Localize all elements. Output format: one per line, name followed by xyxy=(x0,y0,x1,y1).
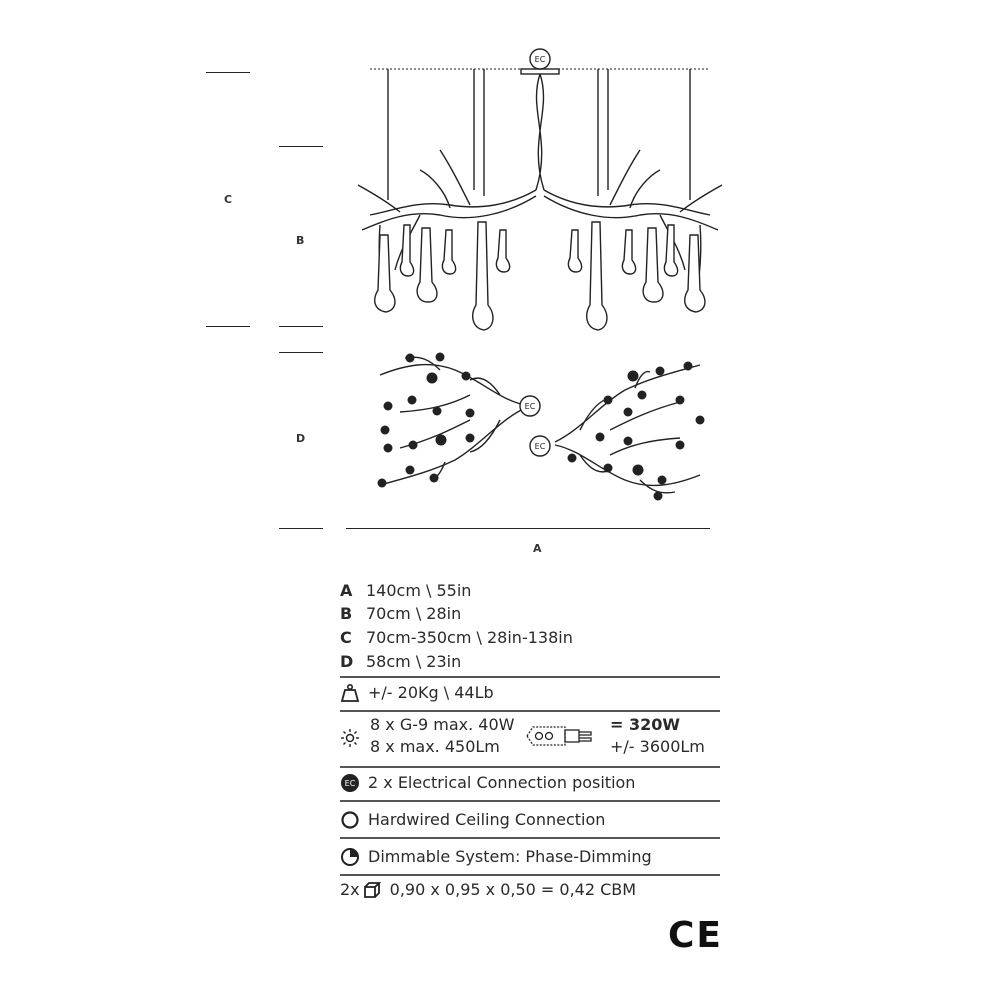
ce-mark: CE xyxy=(668,915,724,956)
ring-icon xyxy=(341,811,359,829)
dimension-value: 70cm \ 28in xyxy=(366,604,462,623)
dimension-label-d: D xyxy=(296,432,306,445)
dimension-key: A xyxy=(340,581,353,600)
right-branches xyxy=(543,149,723,299)
d-bottom-tick xyxy=(279,528,323,529)
ec-label-plan-left: EC xyxy=(525,402,536,411)
separator xyxy=(340,766,720,768)
separator xyxy=(340,837,720,839)
d-top-tick xyxy=(279,352,323,353)
weight-row: +/- 20Kg \ 44Lb xyxy=(340,680,494,706)
dimension-row-d: D 58cm \ 23in xyxy=(340,651,461,673)
dimmable-text: Dimmable System: Phase-Dimming xyxy=(368,847,652,866)
hardwired-row: Hardwired Ceiling Connection xyxy=(340,807,605,833)
dimension-key: D xyxy=(340,652,354,671)
dimension-label-c: C xyxy=(224,193,233,206)
lighting-block: 8 x G-9 max. 40W 8 x max. 450Lm = 320W +… xyxy=(340,714,720,762)
g9-bulb-icon xyxy=(526,726,592,746)
sun-icon xyxy=(341,729,359,747)
bulb-spec: 8 x G-9 max. 40W xyxy=(370,715,515,734)
dimension-label-b: B xyxy=(296,234,305,247)
ec-label-top: EC xyxy=(535,55,546,64)
dimension-key: B xyxy=(340,604,353,623)
dimension-value: 140cm \ 55in xyxy=(366,581,472,600)
separator xyxy=(340,676,720,678)
total-watt: = 320W xyxy=(610,715,681,734)
electrical-row: EC 2 x Electrical Connection position xyxy=(340,770,635,796)
b-top-tick xyxy=(279,146,323,147)
a-width-line xyxy=(346,528,710,529)
ec-marker-plan-right xyxy=(529,435,551,457)
ec-marker-top xyxy=(529,48,551,70)
c-bottom-tick xyxy=(206,326,250,327)
plan-light-nodes xyxy=(377,352,705,501)
separator xyxy=(340,710,720,712)
package-count: 2x xyxy=(340,880,360,899)
weight-value: +/- 20Kg \ 44Lb xyxy=(368,683,494,702)
ec-icon: EC xyxy=(341,774,359,792)
c-top-tick xyxy=(206,72,250,73)
dimension-row-a: A 140cm \ 55in xyxy=(340,580,471,602)
lumen-spec: 8 x max. 450Lm xyxy=(370,737,500,756)
dimension-row-b: B 70cm \ 28in xyxy=(340,603,461,625)
hardwired-text: Hardwired Ceiling Connection xyxy=(368,810,606,829)
weight-icon xyxy=(340,683,360,702)
center-stem xyxy=(535,73,545,191)
dimension-row-c: C 70cm-350cm \ 28in-138in xyxy=(340,627,573,649)
dimmable-row: Dimmable System: Phase-Dimming xyxy=(340,844,652,870)
separator xyxy=(340,800,720,802)
dimension-key: C xyxy=(340,628,352,647)
hanging-drops xyxy=(374,221,706,331)
dimension-label-a: A xyxy=(533,542,542,555)
plan-view-right xyxy=(554,364,701,494)
ec-marker-plan-left xyxy=(519,395,541,417)
electrical-text: 2 x Electrical Connection position xyxy=(368,773,636,792)
box-icon xyxy=(363,882,381,898)
package-volume: 0,90 x 0,95 x 0,50 = 0,42 CBM xyxy=(389,880,637,899)
packaging-row: 2x 0,90 x 0,95 x 0,50 = 0,42 CBM xyxy=(340,877,636,903)
plan-view-left xyxy=(379,356,526,486)
dimension-value: 70cm-350cm \ 28in-138in xyxy=(366,628,573,647)
separator xyxy=(340,874,720,876)
chandelier-drawing: EC EC EC xyxy=(357,48,723,501)
svg-text:EC: EC xyxy=(345,779,356,788)
dimmer-icon xyxy=(341,848,359,866)
total-lumen: +/- 3600Lm xyxy=(610,737,705,756)
ec-label-plan-right: EC xyxy=(535,442,546,451)
b-bottom-tick xyxy=(279,326,323,327)
ceiling-canopy xyxy=(520,68,560,75)
dimension-value: 58cm \ 23in xyxy=(366,652,462,671)
